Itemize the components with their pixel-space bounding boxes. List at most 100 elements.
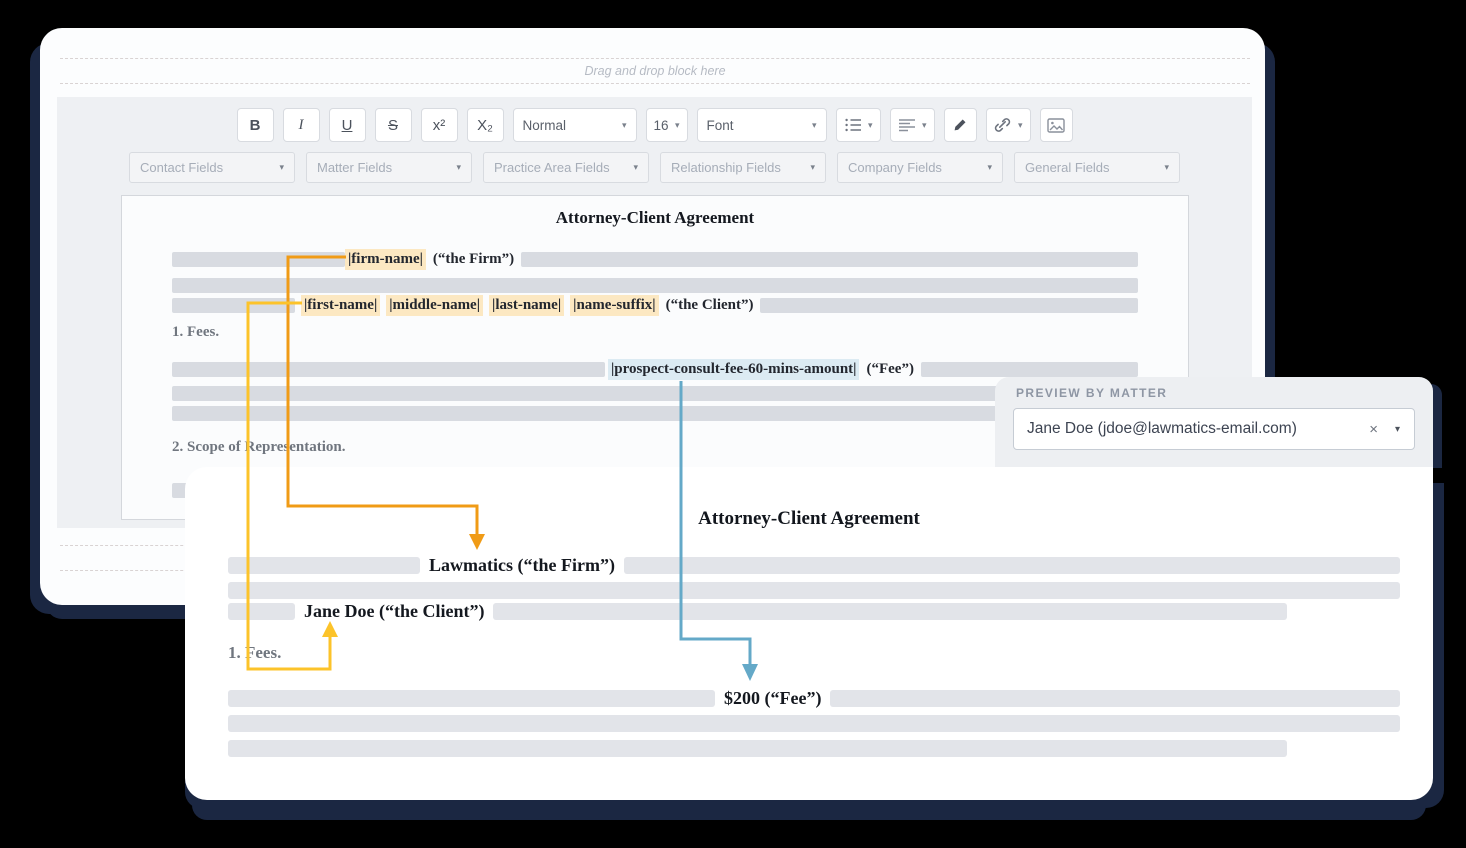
document-title: Attorney-Client Agreement xyxy=(555,208,755,227)
image-icon xyxy=(1047,117,1065,133)
preview-filler-line xyxy=(228,578,1400,602)
clear-selection-icon[interactable]: × xyxy=(1369,420,1378,438)
matter-fields-dropdown[interactable]: Matter Fields ▾ xyxy=(306,152,472,183)
redacted-text-bar xyxy=(228,689,715,707)
fee-line: |prospect-consult-fee-60-mins-amount| (“… xyxy=(172,358,1138,380)
redacted-text-bar xyxy=(172,361,605,377)
drag-drop-label: Drag and drop block here xyxy=(584,64,726,78)
caret-down-icon: ▾ xyxy=(456,162,461,172)
company-fields-dropdown[interactable]: Company Fields ▾ xyxy=(837,152,1003,183)
caret-down-icon: ▾ xyxy=(867,119,873,130)
preview-fee-text: $200 (“Fee”) xyxy=(724,687,822,708)
filler-line xyxy=(172,382,1138,404)
redacted-text-bar xyxy=(172,405,1138,421)
preview-document-title: Attorney-Client Agreement xyxy=(698,508,920,529)
redacted-text-bar xyxy=(830,689,1400,707)
merge-field-consult-fee[interactable]: |prospect-consult-fee-60-mins-amount| xyxy=(608,358,860,380)
caret-down-icon: ▾ xyxy=(633,162,638,172)
redacted-text-bar xyxy=(521,251,1138,267)
formatting-toolbar: B I U S x² X₂ Normal ▾ 16 ▾ Font ▾ xyxy=(57,108,1252,142)
document-preview-card: Attorney-Client Agreement Lawmatics (“th… xyxy=(185,467,1433,800)
caret-down-icon: ▾ xyxy=(810,162,815,172)
insert-image-button[interactable] xyxy=(1039,108,1073,142)
link-dropdown[interactable]: ▾ xyxy=(985,108,1031,142)
merge-field-name-suffix[interactable]: |name-suffix| xyxy=(570,294,659,316)
caret-down-icon: ▾ xyxy=(1164,162,1169,172)
italic-button[interactable]: I xyxy=(282,108,320,142)
redacted-text-bar xyxy=(172,251,345,267)
list-style-dropdown[interactable]: ▾ xyxy=(835,108,881,142)
redacted-text-bar xyxy=(172,482,188,498)
client-suffix-text: (“the Client”) xyxy=(665,296,754,313)
matter-fields-label: Matter Fields xyxy=(317,160,393,175)
underline-button[interactable]: U xyxy=(328,108,366,142)
link-icon xyxy=(994,117,1011,133)
paragraph-style-dropdown[interactable]: Normal ▾ xyxy=(512,108,637,142)
align-text-icon xyxy=(898,118,916,133)
preview-client-line: Jane Doe (“the Client”) xyxy=(228,599,1287,623)
pen-icon xyxy=(952,117,968,133)
preview-firm-text: Lawmatics (“the Firm”) xyxy=(429,554,615,575)
text-align-dropdown[interactable]: ▾ xyxy=(889,108,935,142)
caret-down-icon: ▾ xyxy=(1017,119,1023,130)
redacted-text-bar xyxy=(228,581,1400,599)
caret-down-icon: ▾ xyxy=(811,119,817,130)
merge-field-firm-name[interactable]: |firm-name| xyxy=(345,248,426,270)
merge-field-menus: Contact Fields ▾ Matter Fields ▾ Practic… xyxy=(57,152,1252,183)
preview-filler-line xyxy=(228,711,1400,735)
preview-filler-line xyxy=(228,736,1287,760)
matter-select[interactable]: Jane Doe (jdoe@lawmatics-email.com) × ▾ xyxy=(1013,408,1415,450)
bullet-list-icon xyxy=(844,117,863,133)
preview-fees-heading: 1. Fees. xyxy=(228,643,282,662)
general-fields-dropdown[interactable]: General Fields ▾ xyxy=(1014,152,1180,183)
subscript-button[interactable]: X₂ xyxy=(466,108,504,142)
merge-field-middle-name[interactable]: |middle-name| xyxy=(386,294,484,316)
font-family-dropdown[interactable]: Font ▾ xyxy=(696,108,827,142)
filler-line xyxy=(172,479,1138,501)
matter-select-value: Jane Doe (jdoe@lawmatics-email.com) xyxy=(1027,420,1297,437)
redacted-text-bar xyxy=(228,556,420,574)
preview-client-text: Jane Doe (“the Client”) xyxy=(304,600,485,621)
redacted-text-bar xyxy=(920,361,1138,377)
redacted-text-bar xyxy=(228,739,1287,757)
scope-heading: 2. Scope of Representation. xyxy=(172,439,346,455)
client-line: |first-name| |middle-name| |last-name| |… xyxy=(172,294,1138,316)
practice-area-fields-dropdown[interactable]: Practice Area Fields ▾ xyxy=(483,152,649,183)
preview-by-matter-panel: PREVIEW BY MATTER Jane Doe (jdoe@lawmati… xyxy=(995,377,1433,467)
contact-fields-dropdown[interactable]: Contact Fields ▾ xyxy=(129,152,295,183)
strikethrough-button[interactable]: S xyxy=(374,108,412,142)
caret-down-icon[interactable]: ▾ xyxy=(1394,423,1400,435)
firm-suffix-text: (“the Firm”) xyxy=(432,250,515,267)
filler-line xyxy=(172,274,1138,296)
font-size-value: 16 xyxy=(653,117,669,133)
font-family-value: Font xyxy=(706,117,734,133)
company-fields-label: Company Fields xyxy=(848,160,942,175)
caret-down-icon: ▾ xyxy=(621,119,627,130)
superscript-button[interactable]: x² xyxy=(420,108,458,142)
text-color-button[interactable] xyxy=(943,108,977,142)
caret-down-icon: ▾ xyxy=(987,162,992,172)
merge-field-last-name[interactable]: |last-name| xyxy=(489,294,565,316)
merge-field-first-name[interactable]: |first-name| xyxy=(301,294,381,316)
paragraph-style-value: Normal xyxy=(522,117,567,133)
firm-line: |firm-name| (“the Firm”) xyxy=(172,248,1138,270)
relationship-fields-label: Relationship Fields xyxy=(671,160,781,175)
caret-down-icon: ▾ xyxy=(279,162,284,172)
bold-button[interactable]: B xyxy=(236,108,274,142)
redacted-text-bar xyxy=(172,277,1138,293)
filler-line xyxy=(172,402,1138,424)
redacted-text-bar xyxy=(172,385,1138,401)
caret-down-icon: ▾ xyxy=(921,119,927,130)
redacted-text-bar xyxy=(760,297,1138,313)
redacted-text-bar xyxy=(493,602,1287,620)
contact-fields-label: Contact Fields xyxy=(140,160,224,175)
font-size-dropdown[interactable]: 16 ▾ xyxy=(645,108,688,142)
relationship-fields-dropdown[interactable]: Relationship Fields ▾ xyxy=(660,152,826,183)
practice-area-fields-label: Practice Area Fields xyxy=(494,160,610,175)
redacted-text-bar xyxy=(623,556,1400,574)
fee-suffix-text: (“Fee”) xyxy=(866,360,914,377)
fees-heading: 1. Fees. xyxy=(172,324,220,340)
drag-drop-block-zone[interactable]: Drag and drop block here xyxy=(60,58,1250,84)
preview-by-matter-label: PREVIEW BY MATTER xyxy=(1016,386,1168,400)
